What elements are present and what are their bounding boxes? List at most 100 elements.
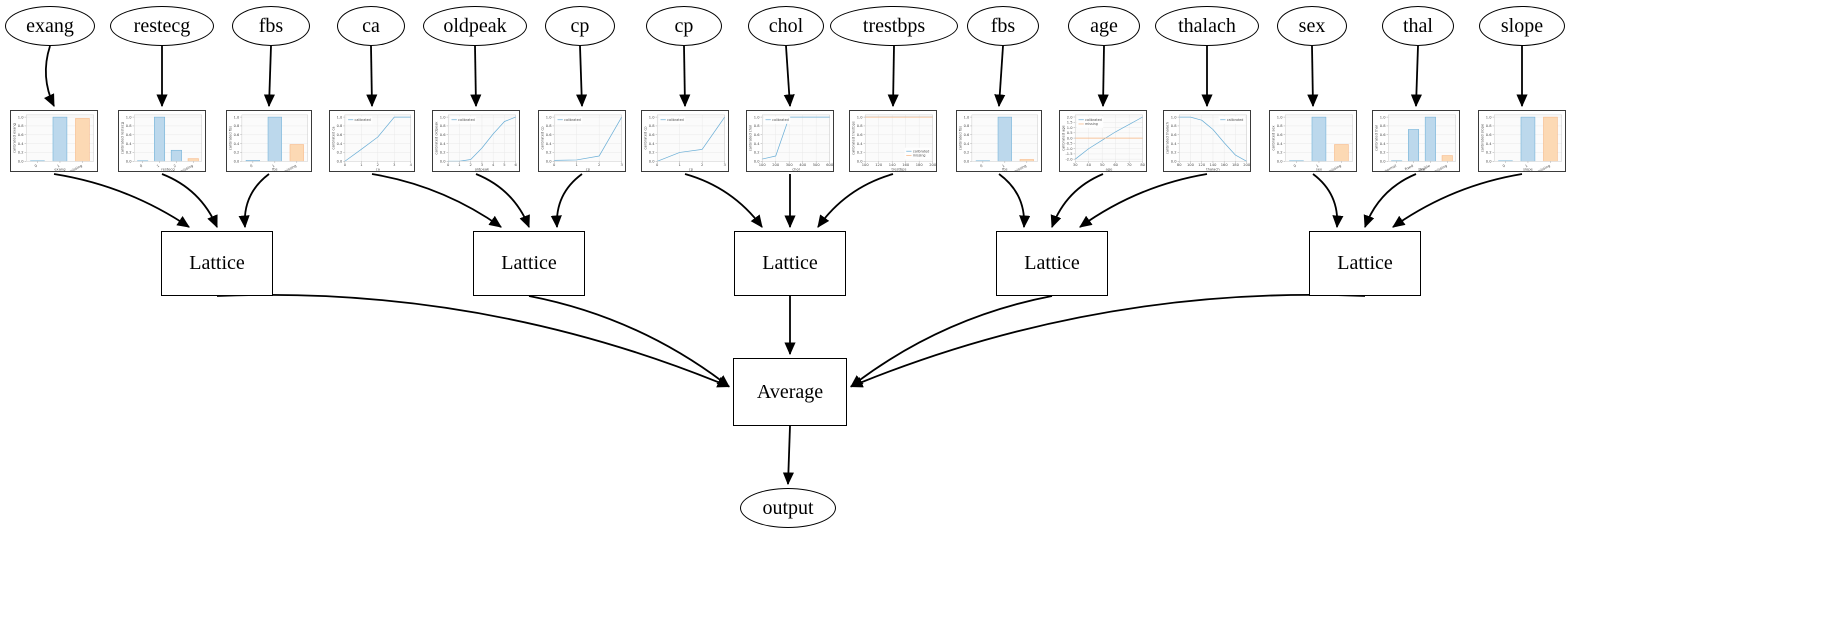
svg-text:1: 1 <box>360 163 362 167</box>
svg-text:-0.5: -0.5 <box>1065 142 1072 146</box>
svg-text:calibrated: calibrated <box>1085 118 1102 122</box>
input-node-thal[interactable]: thal <box>1382 6 1454 46</box>
svg-text:0.6: 0.6 <box>546 133 552 137</box>
input-node-sex[interactable]: sex <box>1277 6 1347 46</box>
svg-text:0.0: 0.0 <box>1486 160 1492 164</box>
svg-text:calibrated fbs: calibrated fbs <box>959 126 963 150</box>
svg-text:1: 1 <box>458 163 460 167</box>
input-node-exang[interactable]: exang <box>5 6 95 46</box>
svg-text:0.6: 0.6 <box>126 133 132 137</box>
svg-text:0.5: 0.5 <box>1067 131 1073 135</box>
lattice-node-5[interactable]: Lattice <box>1309 231 1421 296</box>
input-node-restecg[interactable]: restecg <box>110 6 214 46</box>
input-node-ca[interactable]: ca <box>337 6 405 46</box>
svg-text:0: 0 <box>34 164 39 169</box>
average-node[interactable]: Average <box>733 358 847 426</box>
svg-text:0.2: 0.2 <box>964 151 970 155</box>
lattice-node-3[interactable]: Lattice <box>734 231 846 296</box>
input-node-slope[interactable]: slope <box>1479 6 1565 46</box>
lattice-node-4[interactable]: Lattice <box>996 231 1108 296</box>
svg-text:180: 180 <box>916 163 924 167</box>
input-node-age[interactable]: age <box>1068 6 1140 46</box>
input-node-cp2[interactable]: cp <box>646 6 722 46</box>
input-node-label: slope <box>1500 15 1544 37</box>
svg-text:3: 3 <box>724 163 726 167</box>
svg-text:thalach: thalach <box>1206 167 1219 171</box>
svg-text:sex: sex <box>1316 167 1323 171</box>
svg-text:1: 1 <box>156 164 160 169</box>
lattice-node-label: Lattice <box>762 252 818 274</box>
svg-text:0.6: 0.6 <box>1380 133 1386 137</box>
input-node-label: sex <box>1298 15 1326 37</box>
svg-text:0.8: 0.8 <box>1277 124 1283 128</box>
svg-text:missing: missing <box>69 164 83 171</box>
svg-text:age: age <box>1106 167 1114 171</box>
svg-text:0.4: 0.4 <box>1380 142 1386 146</box>
edge-lattice4-to-average <box>850 295 1053 388</box>
svg-text:calibrated restecg: calibrated restecg <box>121 122 125 154</box>
svg-text:600: 600 <box>826 163 833 167</box>
input-node-cp1[interactable]: cp <box>545 6 615 46</box>
svg-text:0.2: 0.2 <box>754 151 760 155</box>
svg-text:0.4: 0.4 <box>440 142 446 146</box>
svg-text:2: 2 <box>470 163 472 167</box>
svg-text:missing: missing <box>1085 122 1098 126</box>
edge-fbs2-to-plot <box>994 45 1006 108</box>
svg-text:calibrated thalach: calibrated thalach <box>1166 122 1170 154</box>
svg-text:ca: ca <box>376 167 380 171</box>
svg-text:200: 200 <box>1243 163 1250 167</box>
svg-text:0.2: 0.2 <box>234 151 240 155</box>
input-node-label: chol <box>768 15 804 37</box>
edge-average-to-output <box>782 425 794 486</box>
svg-text:-1.5: -1.5 <box>1065 152 1072 156</box>
svg-text:calibrated cp: calibrated cp <box>644 126 648 150</box>
svg-text:1: 1 <box>56 164 60 169</box>
svg-text:0.6: 0.6 <box>857 133 863 137</box>
svg-text:0.0: 0.0 <box>18 160 24 164</box>
input-node-thalach[interactable]: thalach <box>1155 6 1259 46</box>
lattice-node-1[interactable]: Lattice <box>161 231 273 296</box>
svg-text:0.2: 0.2 <box>1380 151 1386 155</box>
svg-text:0: 0 <box>656 163 659 167</box>
svg-text:1.0: 1.0 <box>337 115 343 119</box>
input-node-chol[interactable]: chol <box>748 6 824 46</box>
svg-text:120: 120 <box>1198 163 1206 167</box>
input-node-label: cp <box>674 15 694 37</box>
svg-text:2: 2 <box>173 164 177 169</box>
edge-lattice1-to-average <box>216 294 730 388</box>
svg-text:100: 100 <box>1187 163 1195 167</box>
lattice-node-2[interactable]: Lattice <box>473 231 585 296</box>
svg-text:1.0: 1.0 <box>546 115 552 119</box>
svg-text:1.0: 1.0 <box>126 115 132 119</box>
edge-trestbps-to-plot <box>887 45 899 108</box>
svg-text:0.4: 0.4 <box>1277 142 1283 146</box>
svg-text:80: 80 <box>1177 163 1182 167</box>
input-node-fbs2[interactable]: fbs <box>967 6 1039 46</box>
svg-text:0.6: 0.6 <box>440 133 446 137</box>
edge-ca-to-plot <box>366 45 378 108</box>
svg-text:0.2: 0.2 <box>1486 151 1492 155</box>
input-node-trestbps[interactable]: trestbps <box>830 6 958 46</box>
svg-text:calibrated cp: calibrated cp <box>541 126 545 150</box>
svg-text:3: 3 <box>393 163 395 167</box>
svg-text:3: 3 <box>621 163 623 167</box>
svg-text:70: 70 <box>1127 163 1132 167</box>
svg-text:1: 1 <box>679 163 681 167</box>
svg-text:0: 0 <box>139 164 144 169</box>
svg-text:0.0: 0.0 <box>546 160 552 164</box>
svg-text:calibrated ca: calibrated ca <box>332 127 336 150</box>
svg-text:0.0: 0.0 <box>234 160 240 164</box>
svg-text:50: 50 <box>1100 163 1105 167</box>
output-node[interactable]: output <box>740 488 836 528</box>
svg-text:1: 1 <box>576 163 578 167</box>
input-node-oldpeak[interactable]: oldpeak <box>423 6 527 46</box>
edge-plot13-to-lattice5 <box>1363 173 1417 229</box>
svg-text:160: 160 <box>1221 163 1229 167</box>
input-node-fbs1[interactable]: fbs <box>232 6 310 46</box>
input-node-label: oldpeak <box>443 15 507 37</box>
svg-text:0.2: 0.2 <box>1277 151 1283 155</box>
